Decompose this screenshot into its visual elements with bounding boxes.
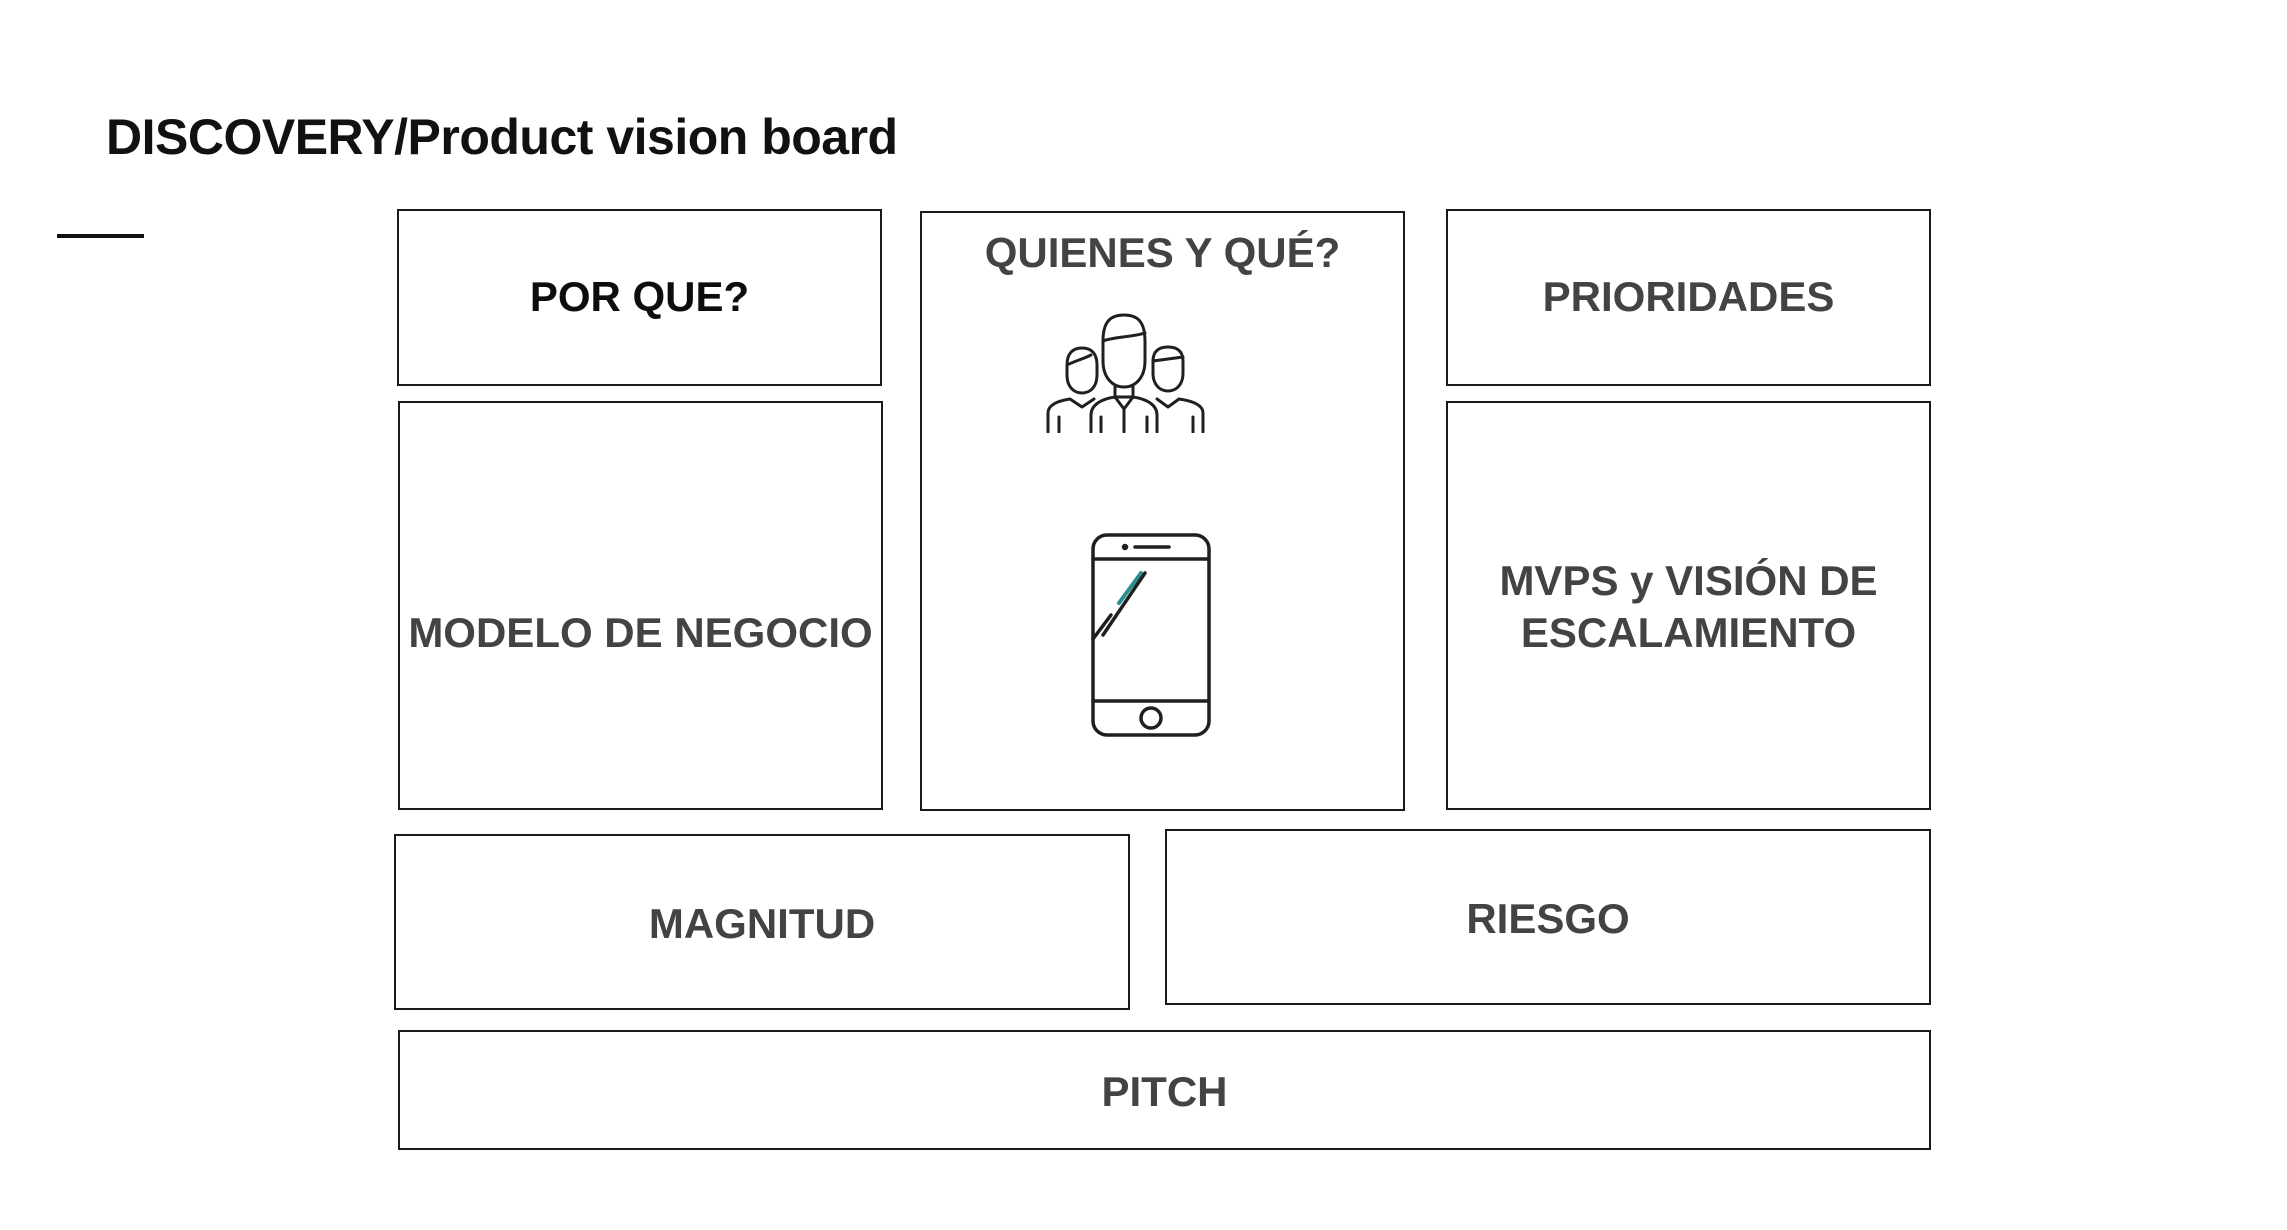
box-riesgo: RIESGO [1165,829,1931,1005]
box-mvps-label-line2: ESCALAMIENTO [1520,609,1857,656]
box-quienes-y-que: QUIENES Y QUÉ? [920,211,1405,811]
title-underline [57,234,144,238]
box-mvps-vision: MVPS y VISIÓN DE ESCALAMIENTO [1446,401,1931,810]
box-riesgo-label: RIESGO [1466,895,1630,942]
box-modelo-label: MODELO DE NEGOCIO [408,609,873,656]
people-group-icon [1046,313,1205,433]
box-magnitud-label: MAGNITUD [648,900,876,947]
box-pitch: PITCH [398,1030,1931,1150]
box-por-que: POR QUE? [397,209,882,386]
box-prioridades-label: PRIORIDADES [1542,273,1835,320]
box-modelo-de-negocio: MODELO DE NEGOCIO [398,401,883,810]
box-por-que-label: POR QUE? [529,273,750,320]
box-magnitud: MAGNITUD [394,834,1130,1010]
box-prioridades: PRIORIDADES [1446,209,1931,386]
page-title: DISCOVERY/Product vision board [106,109,898,165]
box-mvps-label-line1: MVPS y VISIÓN DE [1499,557,1878,604]
smartphone-icon [1091,533,1211,737]
box-pitch-label: PITCH [1101,1068,1228,1115]
box-quienes-label: QUIENES Y QUÉ? [984,229,1341,276]
